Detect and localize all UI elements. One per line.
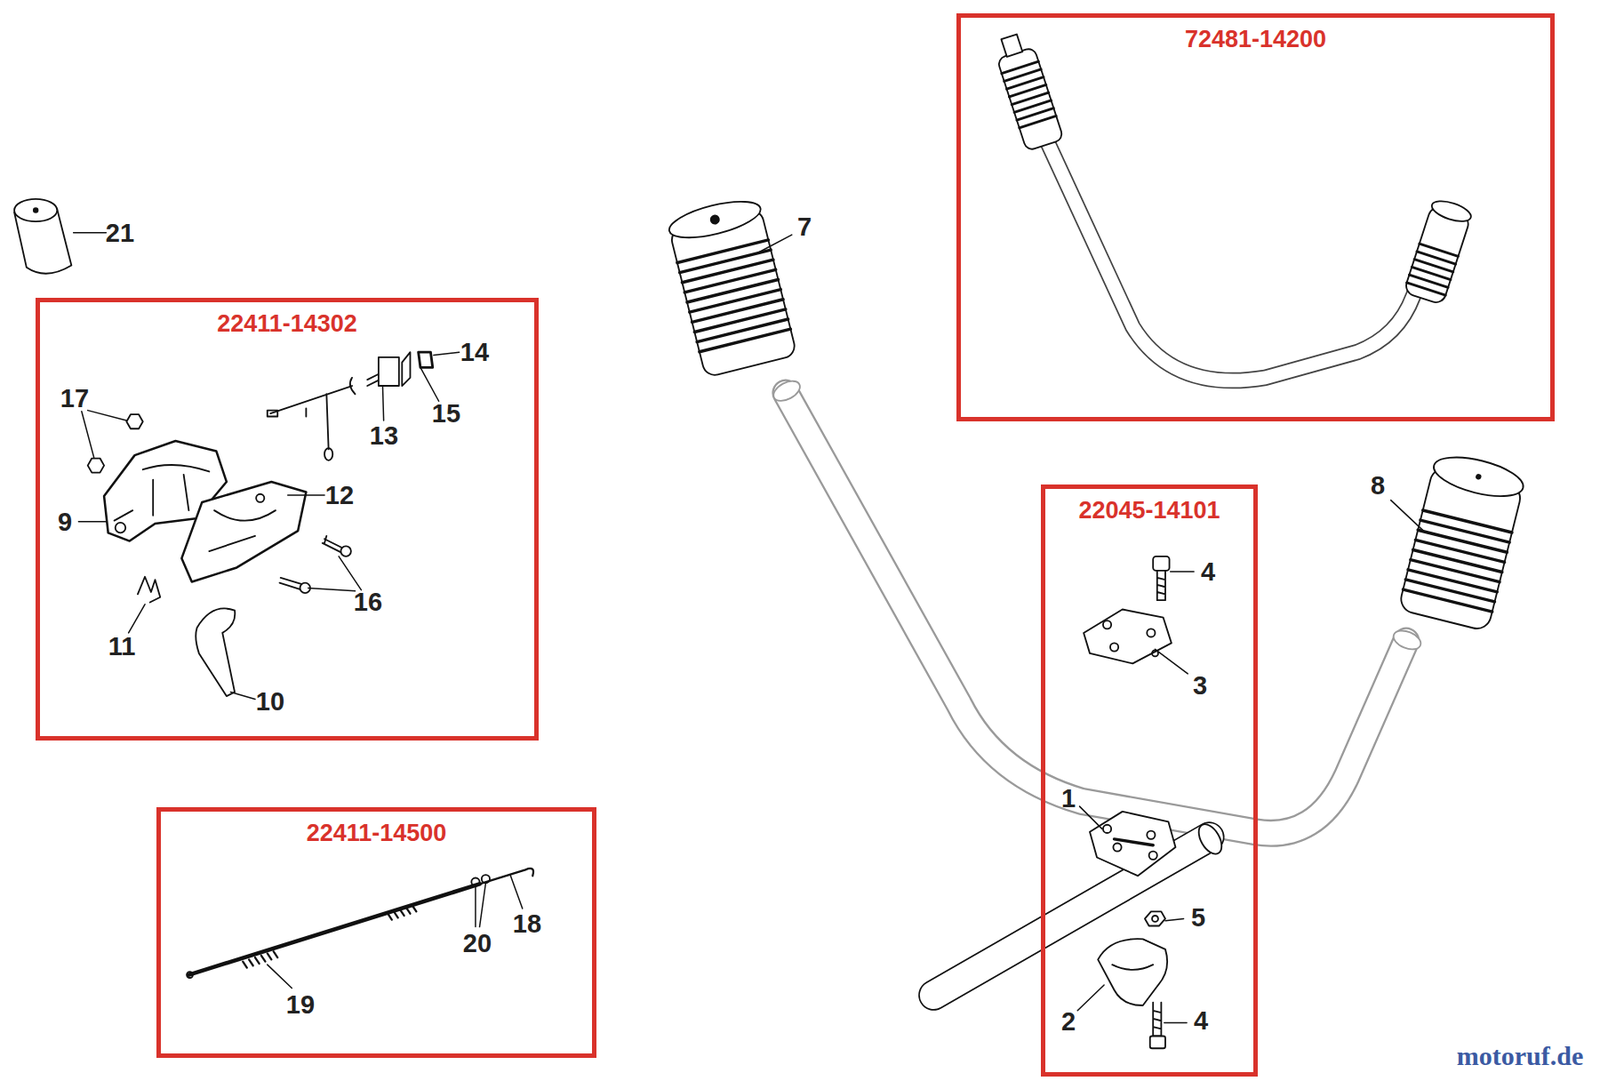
callout-number: 2 bbox=[1061, 1008, 1076, 1035]
callout-number: 11 bbox=[108, 633, 136, 660]
callout-number: 8 bbox=[1370, 472, 1385, 499]
part-number: 22411-14302 bbox=[40, 311, 535, 338]
callout-number: 14 bbox=[460, 339, 489, 366]
callout-number: 7 bbox=[797, 214, 812, 240]
part-number: 72481-14200 bbox=[960, 26, 1551, 54]
callout-number: 4 bbox=[1200, 559, 1216, 585]
part-group-box: 72481-14200 bbox=[956, 13, 1555, 422]
part-number: 22411-14500 bbox=[160, 820, 592, 848]
callout-number: 21 bbox=[105, 220, 135, 247]
callout-number: 20 bbox=[463, 930, 492, 957]
callout-number: 13 bbox=[369, 423, 399, 449]
callout-number: 19 bbox=[286, 992, 315, 1018]
callout-number: 12 bbox=[325, 482, 354, 509]
callout-number: 17 bbox=[60, 385, 89, 412]
part-number: 22045-14101 bbox=[1045, 497, 1254, 525]
callout-number: 4 bbox=[1193, 1008, 1208, 1034]
callout-number: 5 bbox=[1191, 904, 1206, 931]
watermark: motoruf.de bbox=[1456, 1042, 1584, 1070]
callout-number: 1 bbox=[1061, 785, 1076, 812]
callout-number: 18 bbox=[512, 911, 542, 937]
callout-number: 10 bbox=[256, 688, 285, 715]
callout-number: 9 bbox=[57, 509, 72, 536]
callout-number: 16 bbox=[353, 589, 383, 616]
part-group-box: 22045-14101 bbox=[1040, 484, 1258, 1077]
callout-number: 15 bbox=[432, 400, 461, 427]
callout-number: 3 bbox=[1192, 672, 1208, 699]
